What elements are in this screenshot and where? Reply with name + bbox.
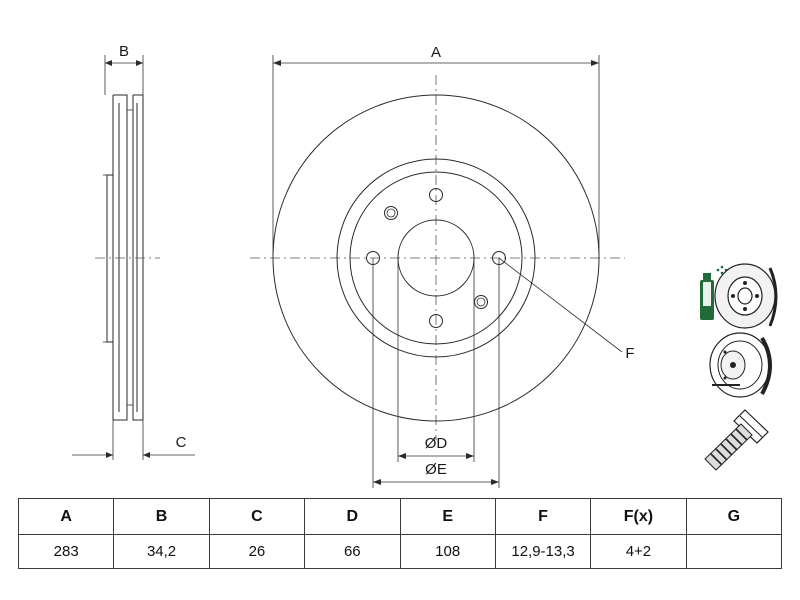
value-c: 26 xyxy=(208,534,306,569)
value-a: 283 xyxy=(17,534,115,569)
column-header-a: A xyxy=(17,498,115,535)
column-header-e: E xyxy=(399,498,496,535)
value-f: 12,9-13,3 xyxy=(494,534,592,569)
bolt-hole xyxy=(474,295,488,309)
value-d: 66 xyxy=(304,534,401,569)
label-b: B xyxy=(119,43,129,60)
disc-front-view: A ØD ØE F xyxy=(250,44,635,488)
technical-drawing: B C A xyxy=(72,43,778,488)
table-header-row: A B C D E F F(x) G xyxy=(17,498,783,535)
bolt-hole xyxy=(384,206,398,220)
value-e: 108 xyxy=(399,534,496,569)
brake-cleaner-and-disc-icon xyxy=(700,263,778,329)
label-a: A xyxy=(431,44,441,61)
bolt-hole xyxy=(429,314,443,328)
disc-side-profile: B C xyxy=(72,43,195,460)
column-header-d: D xyxy=(304,498,401,535)
column-header-g: G xyxy=(685,498,783,535)
dimensions-table: A B C D E F F(x) G 283 34,2 26 66 108 12… xyxy=(17,498,783,569)
bolt-hole xyxy=(429,188,443,202)
label-f: F xyxy=(625,345,634,362)
column-header-b: B xyxy=(113,498,210,535)
value-fx: 4+2 xyxy=(590,534,687,569)
column-header-f: F xyxy=(494,498,592,535)
column-header-c: C xyxy=(208,498,306,535)
label-e: ØE xyxy=(425,461,447,478)
value-g xyxy=(685,534,783,569)
label-c: C xyxy=(176,434,187,451)
value-b: 34,2 xyxy=(113,534,210,569)
table-row: 283 34,2 26 66 108 12,9-13,3 4+2 xyxy=(17,534,783,569)
screw-icon xyxy=(704,409,769,471)
label-d: ØD xyxy=(425,435,448,452)
disc-with-hardware-icon xyxy=(709,332,772,398)
column-header-fx: F(x) xyxy=(590,498,687,535)
